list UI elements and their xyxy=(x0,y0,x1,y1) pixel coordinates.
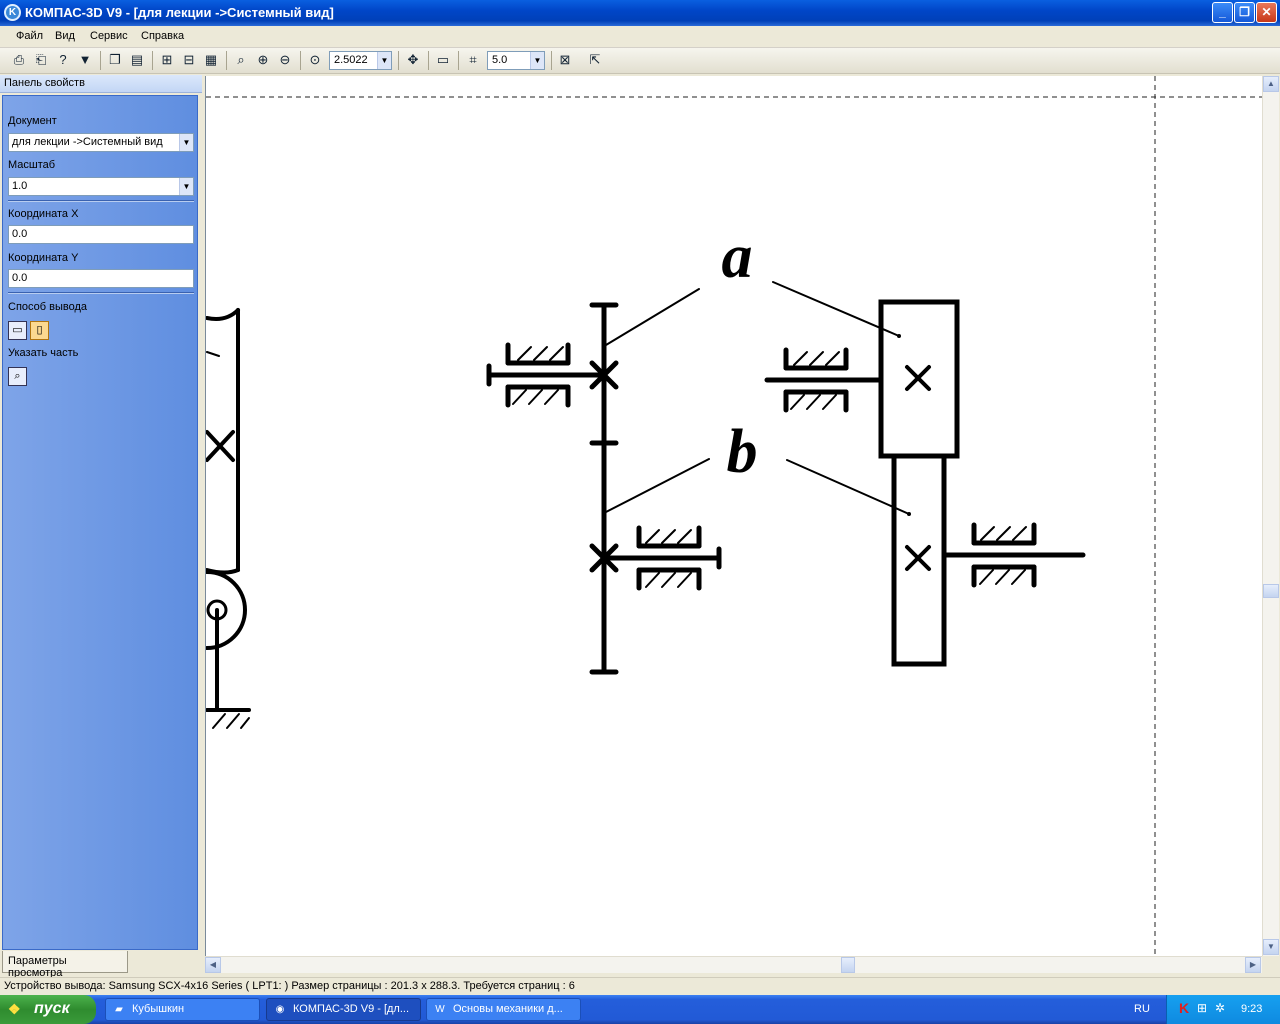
layout-icon[interactable]: ⊞ xyxy=(161,52,173,67)
kinematic-diagram: a b xyxy=(206,76,1263,956)
drawing-canvas[interactable]: a b xyxy=(205,76,1263,956)
restore-button[interactable]: ❐ xyxy=(1234,2,1255,23)
output-page-button[interactable]: ▯ xyxy=(30,321,49,340)
scroll-up-button[interactable]: ▲ xyxy=(1263,76,1279,92)
scale-label: Масштаб xyxy=(8,159,56,171)
window-title: КОМПАС-3D V9 - [для лекции ->Системный в… xyxy=(25,5,334,20)
document-value: для лекции ->Системный вид xyxy=(12,136,163,148)
status-bar: Устройство вывода: Samsung SCX-4x16 Seri… xyxy=(0,977,1280,995)
title-bar: K КОМПАС-3D V9 - [для лекции ->Системный… xyxy=(0,0,1280,26)
help-icon[interactable]: ? xyxy=(59,52,67,67)
leader-dot-b xyxy=(907,512,911,516)
menu-help[interactable]: Справка xyxy=(141,30,185,42)
menu-service[interactable]: Сервис xyxy=(90,30,128,42)
scale-value: 1.0 xyxy=(12,180,28,192)
chevron-down-icon[interactable]: ▼ xyxy=(179,134,193,151)
divider xyxy=(8,292,194,294)
paste-icon[interactable]: ▤ xyxy=(130,52,144,67)
task-label: Основы механики д... xyxy=(453,1003,563,1015)
document-select[interactable]: для лекции ->Системный вид ▼ xyxy=(8,133,194,152)
document-label: Документ xyxy=(8,115,57,127)
menu-view[interactable]: Вид xyxy=(55,30,75,42)
pages-icon[interactable]: ⊟ xyxy=(183,52,195,67)
menu-bar: Файл Вид Сервис Справка xyxy=(0,26,1280,48)
windows-flag-icon: ❖ xyxy=(8,1001,21,1017)
system-tray: K ⊞ ✲ 9:23 xyxy=(1166,995,1280,1024)
gear-pair-side-view xyxy=(764,299,1086,667)
zoom-out-icon[interactable]: ⊖ xyxy=(279,52,291,67)
antivirus-icon[interactable]: K xyxy=(1179,1000,1190,1016)
zoom-combo[interactable]: 2.5022 ▼ xyxy=(329,51,392,70)
vertical-scroll-thumb[interactable] xyxy=(1263,584,1279,598)
task-label: КОМПАС-3D V9 - [дл... xyxy=(293,1003,410,1015)
label-a: a xyxy=(722,223,753,291)
clock: 9:23 xyxy=(1241,1003,1263,1015)
network-icon[interactable]: ⊞ xyxy=(1197,1001,1208,1015)
task-label: Кубышкин xyxy=(132,1003,185,1015)
start-button[interactable]: ❖ пуск xyxy=(0,995,96,1024)
close-preview-icon[interactable]: ⊠ xyxy=(559,52,571,67)
chevron-down-icon[interactable]: ▼ xyxy=(530,52,544,69)
coord-y-field[interactable]: 0.0 xyxy=(8,269,194,288)
folder-icon: ▰ xyxy=(115,1004,123,1015)
word-icon: W xyxy=(435,1004,445,1015)
context-help-icon[interactable]: ⇱ xyxy=(589,52,601,67)
properties-panel: Панель свойств Документ для лекции ->Сис… xyxy=(0,75,202,979)
close-button[interactable]: ✕ xyxy=(1256,2,1277,23)
tray-app-icon[interactable]: ✲ xyxy=(1215,1001,1226,1015)
language-indicator[interactable]: RU xyxy=(1134,1003,1150,1015)
step-value: 5.0 xyxy=(492,54,508,66)
tab-view-params[interactable]: Параметры просмотра xyxy=(2,951,128,979)
task-kubyshkin[interactable]: ▰ Кубышкин xyxy=(105,998,260,1021)
coord-x-label: Координата X xyxy=(8,208,79,220)
vertical-scrollbar[interactable]: ▲ ▼ xyxy=(1262,76,1279,956)
print-preview-icon[interactable]: ⎗ xyxy=(35,52,47,67)
coord-x-field[interactable]: 0.0 xyxy=(8,225,194,244)
scroll-right-button[interactable]: ▶ xyxy=(1245,957,1261,973)
zoom-value: 2.5022 xyxy=(334,54,368,66)
copy-icon[interactable]: ❐ xyxy=(109,52,121,67)
spur-gear-pair xyxy=(486,302,722,675)
scroll-left-button[interactable]: ◀ xyxy=(205,957,221,973)
grid-icon[interactable]: ▦ xyxy=(204,52,218,67)
horizontal-scroll-thumb[interactable] xyxy=(841,957,855,973)
part-label: Указать часть xyxy=(8,347,79,359)
taskbar: ❖ пуск ▰ Кубышкин ◉ КОМПАС-3D V9 - [дл..… xyxy=(0,995,1280,1024)
horizontal-scrollbar[interactable]: ◀ ▶ xyxy=(205,956,1262,973)
zoom-icon[interactable]: ⌕ xyxy=(237,52,245,67)
task-word-document[interactable]: W Основы механики д... xyxy=(426,998,581,1021)
zoom-in-icon[interactable]: ⊕ xyxy=(257,52,269,67)
minimize-button[interactable]: _ xyxy=(1212,2,1233,23)
panel-header: Панель свойств xyxy=(0,75,202,93)
kompas-icon: ◉ xyxy=(275,1004,285,1015)
zoom-scale-icon[interactable]: ⊙ xyxy=(309,52,321,67)
step-combo[interactable]: 5.0 ▼ xyxy=(487,51,545,70)
divider xyxy=(8,200,194,202)
print-icon[interactable]: ⎙ xyxy=(13,52,25,67)
scroll-down-button[interactable]: ▼ xyxy=(1263,939,1279,955)
left-partial-mechanism xyxy=(206,308,251,729)
kompas-icon: K xyxy=(4,4,21,21)
output-label: Способ вывода xyxy=(8,301,87,313)
output-single-page-button[interactable]: ▭ xyxy=(8,321,27,340)
chevron-down-icon[interactable]: ▼ xyxy=(179,178,193,195)
start-label: пуск xyxy=(34,1000,70,1017)
task-kompas[interactable]: ◉ КОМПАС-3D V9 - [дл... xyxy=(266,998,421,1021)
scale-select[interactable]: 1.0 ▼ xyxy=(8,177,194,196)
grid-step-icon[interactable]: ⌗ xyxy=(469,52,477,67)
page-fit-icon[interactable]: ▭ xyxy=(436,52,450,67)
select-part-button[interactable]: ⌕ xyxy=(8,367,27,386)
coord-y-label: Координата Y xyxy=(8,252,79,264)
panel-body: Документ для лекции ->Системный вид ▼ Ма… xyxy=(2,95,198,950)
label-b: b xyxy=(727,418,758,486)
menu-file[interactable]: Файл xyxy=(16,30,44,42)
filter-icon[interactable]: ▼ xyxy=(78,52,92,67)
toolbar: ⎙ ⎗ ? ▼ ❐ ▤ ⊞ ⊟ ▦ ⌕ ⊕ ⊖ ⊙ 2.5022 ▼ ✥ ▭ ⌗… xyxy=(0,48,1280,74)
leader-dot-a xyxy=(897,334,901,338)
chevron-down-icon[interactable]: ▼ xyxy=(377,52,391,69)
pan-icon[interactable]: ✥ xyxy=(407,52,419,67)
leader-lines xyxy=(605,281,910,515)
